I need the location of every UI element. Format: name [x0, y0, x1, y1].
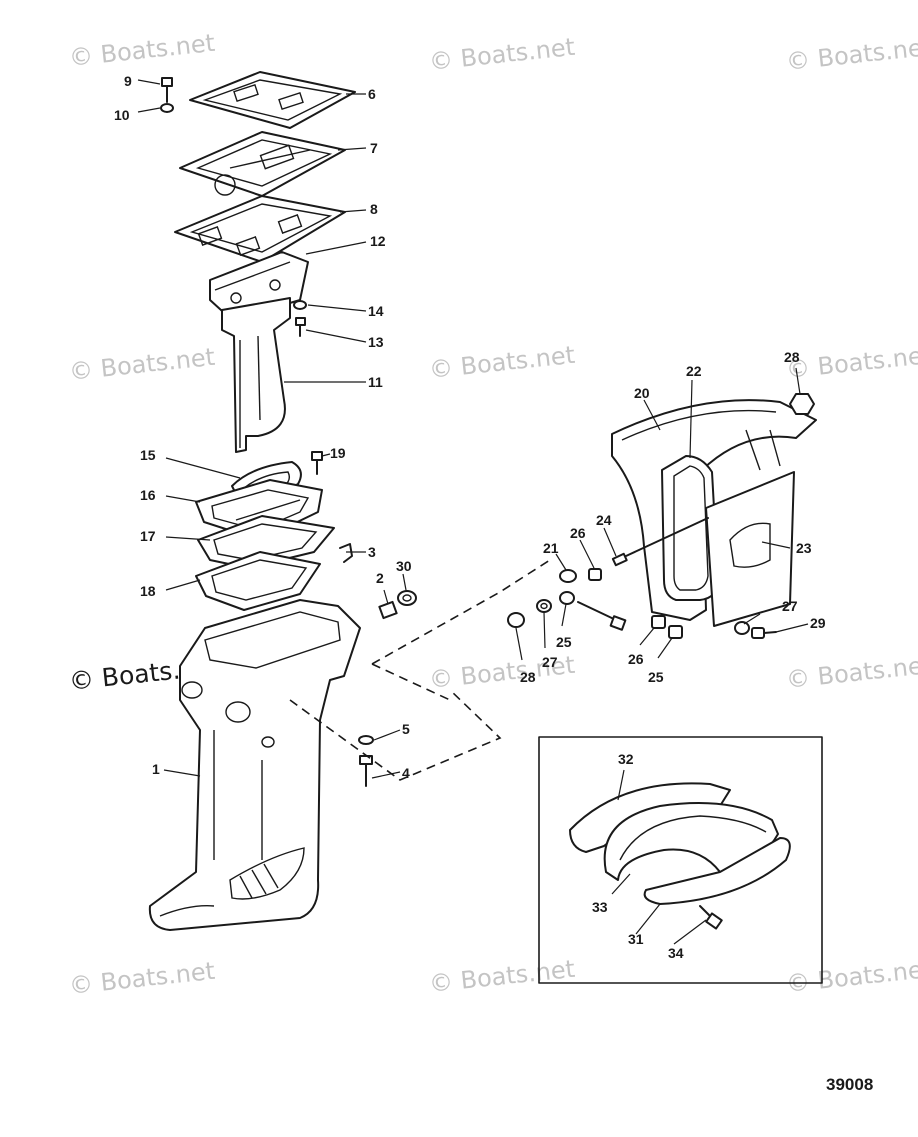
- callout-25-bottom: 25: [648, 669, 664, 685]
- gasket-8: [174, 195, 346, 263]
- callout-11: 11: [368, 374, 383, 390]
- plate-7: [179, 131, 346, 197]
- callout-4: 4: [402, 765, 410, 781]
- washer-27-upper: [536, 599, 552, 613]
- callouts: 9 10 6 7 8 12 14 13 11 15 19 16 17 3 30 …: [114, 73, 826, 961]
- nut-26-upper: [588, 568, 602, 581]
- callout-19: 19: [330, 445, 346, 461]
- washer-10: [160, 103, 174, 113]
- callout-20: 20: [634, 385, 650, 401]
- nut-28-upper: [789, 393, 815, 415]
- figure-number: 39008: [826, 1075, 873, 1094]
- pad-31: [643, 837, 791, 905]
- callout-26-top: 26: [570, 525, 586, 541]
- callout-27-bottom: 27: [782, 598, 798, 614]
- exhaust-tube-11: [221, 297, 291, 453]
- nut-28-lower: [507, 612, 525, 628]
- watermark: © Boats.net: [428, 341, 577, 384]
- bolt-29: [751, 627, 777, 639]
- washer-25-lower: [668, 625, 683, 639]
- callout-34: 34: [668, 945, 684, 961]
- screw-34: [699, 905, 723, 930]
- gasket-17: [197, 515, 335, 569]
- inset-box: [538, 736, 823, 984]
- watermark: © Boats.net: [785, 341, 918, 384]
- washer-5: [358, 735, 374, 745]
- callout-29: 29: [810, 615, 826, 631]
- assembly-line: [289, 689, 502, 781]
- callout-5: 5: [402, 721, 410, 737]
- watermark: © Boats.net: [68, 343, 217, 386]
- callout-24: 24: [596, 512, 612, 528]
- callout-12: 12: [370, 233, 386, 249]
- callout-13: 13: [368, 334, 384, 350]
- callout-21: 21: [543, 540, 559, 556]
- assembly-line: [371, 559, 551, 665]
- anode-21: [559, 569, 577, 583]
- callout-33: 33: [592, 899, 608, 915]
- grommet-30: [397, 590, 417, 606]
- washer-27-lower: [734, 621, 750, 635]
- callout-3: 3: [368, 544, 376, 560]
- callout-28-top: 28: [784, 349, 800, 365]
- bolt-lower: [577, 601, 627, 631]
- callout-7: 7: [370, 140, 378, 156]
- callout-31: 31: [628, 931, 644, 947]
- callout-14: 14: [368, 303, 384, 319]
- callout-16: 16: [140, 487, 156, 503]
- stud-4: [359, 755, 373, 787]
- plug-2: [378, 600, 398, 620]
- callout-28-bottom: 28: [520, 669, 536, 685]
- callout-26-bottom: 26: [628, 651, 644, 667]
- callout-23: 23: [796, 540, 812, 556]
- watermark: © Boats.net: [785, 651, 918, 694]
- callout-1: 1: [152, 761, 160, 777]
- bolt-19: [311, 451, 323, 475]
- callout-9: 9: [124, 73, 132, 89]
- nut-26-lower: [651, 615, 666, 629]
- callout-2: 2: [376, 570, 384, 586]
- screw-24: [611, 517, 709, 567]
- watermark: © Boats.net: [428, 955, 577, 998]
- bolt-13: [295, 317, 306, 337]
- callout-8: 8: [370, 201, 378, 217]
- callout-15: 15: [140, 447, 156, 463]
- watermark: © Boats.net: [68, 29, 217, 72]
- watermark: © Boats.net: [68, 957, 217, 1000]
- gasket-18: [195, 551, 321, 611]
- watermark: © Boats.net: [785, 955, 918, 998]
- callout-6: 6: [368, 86, 376, 102]
- driveshaft-housing-1: [148, 599, 361, 931]
- callout-27-top: 27: [542, 654, 558, 670]
- callout-10: 10: [114, 107, 130, 123]
- callout-25-top: 25: [556, 634, 572, 650]
- watermark: © Boats.net: [428, 33, 577, 76]
- callout-18: 18: [140, 583, 156, 599]
- watermark: © Boats.net: [785, 33, 918, 76]
- washer-14: [293, 300, 307, 310]
- callout-17: 17: [140, 528, 156, 544]
- bolt-9: [161, 77, 173, 103]
- leader-lines: [137, 79, 809, 945]
- callout-32: 32: [618, 751, 634, 767]
- callout-30: 30: [396, 558, 412, 574]
- washer-25-upper: [559, 591, 575, 605]
- cover-23: [705, 429, 795, 627]
- callout-22: 22: [686, 363, 702, 379]
- gasket-6: [189, 71, 356, 129]
- clip-3: [339, 543, 353, 563]
